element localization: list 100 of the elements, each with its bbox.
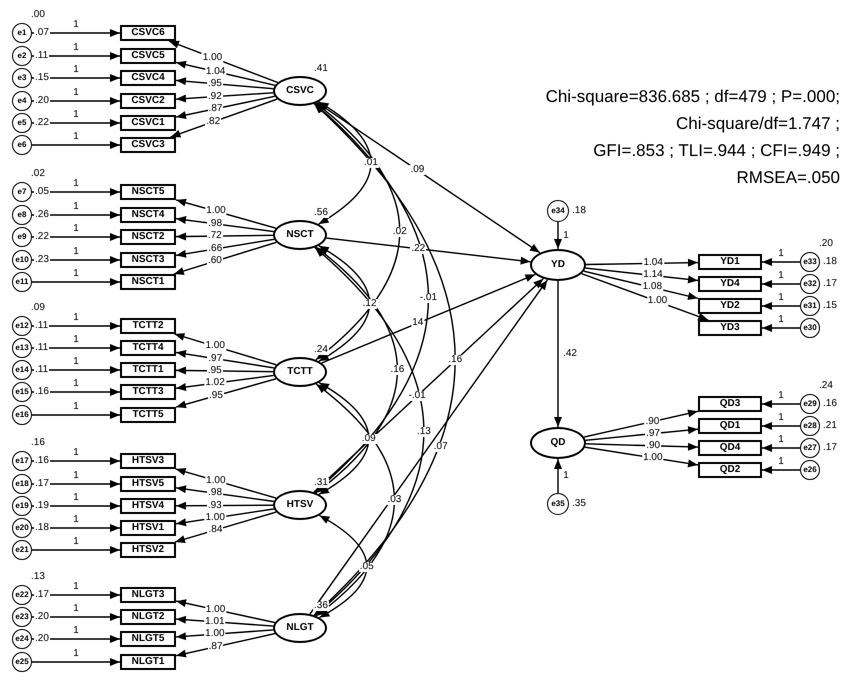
edge-label: .97: [207, 354, 224, 364]
observed-variable-box: QD4: [698, 440, 762, 456]
fit-statistic-text: Chi-square=836.685 ; df=479 ; P=.000;: [546, 88, 840, 105]
edge-label: 1: [72, 110, 80, 120]
arrow: [176, 350, 274, 369]
arrow: [32, 635, 120, 643]
observed-variable-box: HTSV5: [120, 476, 176, 492]
error-term-circle: e29: [800, 394, 820, 414]
arrow: [176, 508, 274, 526]
error-term-circle: e11: [12, 272, 32, 292]
edge-label: 1: [72, 313, 80, 323]
variance-label: .21: [822, 421, 838, 431]
observed-variable-box: YD4: [698, 276, 762, 292]
arrow: [174, 333, 276, 366]
observed-variable-box: TCTT4: [120, 340, 176, 356]
observed-variable-box: YD1: [698, 254, 762, 270]
error-term-circle: e10: [12, 250, 32, 270]
edge-label: .66: [207, 244, 224, 254]
error-term-circle: e18: [12, 474, 32, 494]
variance-label: .15: [822, 301, 838, 311]
edge-label: .95: [208, 390, 224, 401]
edge-label: 14: [411, 318, 424, 328]
arrow: [584, 446, 698, 468]
variance-label: .41: [313, 64, 329, 74]
variance-label: .16: [34, 456, 50, 466]
observed-variable-box: CSVC5: [120, 48, 176, 64]
observed-variable-box: QD2: [698, 462, 762, 478]
edge-label: 1: [72, 604, 80, 614]
arrow: [32, 52, 120, 60]
arrow: [168, 40, 278, 84]
edge-label: .93: [206, 500, 223, 511]
arrow: [176, 60, 276, 86]
edge-label: 1.04: [204, 66, 226, 77]
double-headed-arrow: [314, 103, 456, 616]
latent-variable-ellipse: QD: [530, 427, 586, 459]
edge-label: 1: [72, 649, 80, 659]
variance-label: .20: [34, 634, 50, 644]
error-term-circle: e30: [800, 318, 820, 338]
arrow: [176, 632, 276, 658]
arrow: [176, 502, 273, 510]
edge-label: 1.14: [642, 270, 664, 280]
variance-label: .11: [34, 343, 50, 353]
observed-variable-box: NLGT3: [120, 587, 176, 603]
arrow: [762, 258, 800, 266]
double-headed-arrow: [314, 247, 424, 616]
edge-label: 1: [72, 269, 80, 279]
edge-label: 1.00: [204, 604, 226, 615]
arrow: [32, 211, 120, 219]
edge-label: .97: [645, 428, 661, 439]
observed-variable-box: NSCT4: [120, 207, 176, 223]
arrow: [176, 198, 276, 229]
edge-label: 1.00: [646, 296, 668, 306]
edge-label: .60: [206, 256, 223, 266]
edge-label: -.01: [408, 391, 427, 402]
double-headed-arrow: [318, 382, 370, 495]
variance-label: .36: [313, 601, 329, 611]
observed-variable-box: QD1: [698, 418, 762, 434]
edge-label: .95: [206, 366, 223, 376]
double-headed-arrow: [319, 514, 368, 618]
edge-label: 1: [72, 493, 80, 503]
edge-label: 1: [72, 202, 80, 212]
observed-variable-box: NSCT3: [120, 252, 176, 268]
error-term-circle: e32: [800, 274, 820, 294]
edge-label: 1: [777, 271, 785, 281]
observed-variable-box: NSCT1: [120, 274, 176, 290]
edge-label: .82: [205, 116, 222, 127]
edge-label: .16: [447, 354, 464, 364]
edge-label: 1: [562, 471, 570, 481]
edge-label: 1: [72, 335, 80, 345]
arrow: [32, 502, 120, 510]
error-term-circle: e26: [800, 460, 820, 480]
arrow: [584, 270, 698, 300]
edge-label: 1.01: [204, 616, 226, 627]
variance-label: .16: [822, 399, 838, 409]
variance-label: .24: [313, 345, 329, 355]
edge-label: .87: [208, 642, 224, 652]
arrow: [176, 366, 274, 374]
error-term-circle: e3: [12, 68, 32, 88]
observed-variable-box: HTSV4: [120, 498, 176, 514]
arrow: [32, 344, 120, 352]
variance-label: .26: [34, 210, 50, 220]
edge-label: 1.00: [204, 341, 226, 352]
edge-label: 1.00: [205, 206, 227, 216]
arrow: [32, 233, 120, 241]
arrow: [32, 546, 120, 554]
observed-variable-box: NSCT5: [120, 184, 176, 200]
arrow: [585, 267, 698, 284]
arrow: [762, 324, 800, 332]
observed-variable-box: YD2: [698, 298, 762, 314]
variance-label: .18: [822, 257, 838, 267]
arrow: [586, 442, 698, 451]
arrow: [762, 302, 800, 310]
variance-label: .15: [34, 73, 50, 83]
arrow: [32, 278, 120, 286]
arrow: [32, 119, 120, 127]
error-term-circle: e8: [12, 205, 32, 225]
variance-label: .20: [818, 239, 834, 249]
arrow: [32, 411, 120, 419]
error-term-circle: e16: [12, 405, 32, 425]
arrow: [584, 410, 698, 438]
